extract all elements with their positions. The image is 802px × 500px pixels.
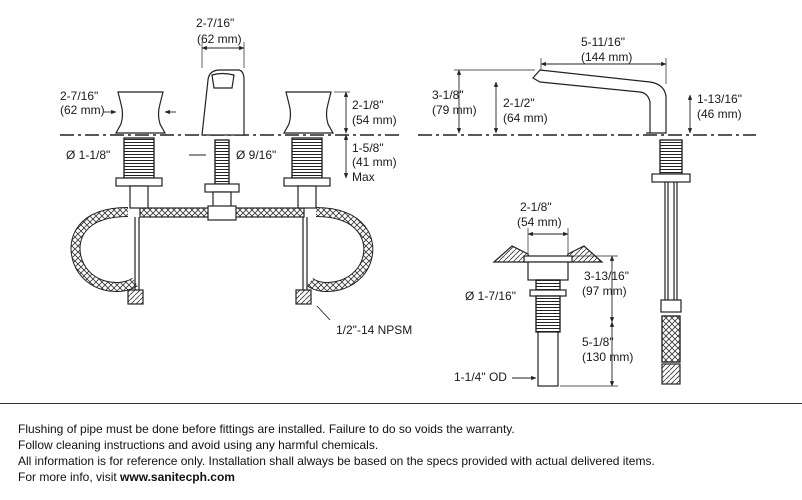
left-handle [114,91,167,134]
center-spout [201,69,245,136]
tailpiece-length-label: 5-1/8" [582,335,614,349]
note-more-info: For more info, visit www.sanitecph.com [18,469,788,485]
supply-thread-label: 1/2"-14 NPSM [336,323,412,337]
tailpiece-od-label: 1-1/4" OD [454,370,507,384]
faucet-side-view [418,58,756,385]
drain-flange-label: 2-1/8" [520,200,552,214]
right-handle [282,91,335,134]
note-cleaning: Follow cleaning instructions and avoid u… [18,438,379,452]
tailpiece-length-mm-label: (130 mm) [582,350,633,364]
deck-thickness-mm-label: (41 mm) [352,155,397,169]
website-link[interactable]: www.sanitecph.com [120,470,235,484]
note-reference: All information is for reference only. I… [18,454,655,468]
handle-shank-diameter-label: Ø 1-1/8" [66,148,110,162]
side-spout-outlet-mm-label: (64 mm) [503,111,548,125]
installation-notes: Flushing of pipe must be done before fit… [18,421,788,485]
faucet-dimension-drawing: 2-7/16" (62 mm) 2-7/16" (62 mm) 2-1/8" (… [60,16,756,387]
spout-shank-diameter-label: Ø 9/16" [236,148,276,162]
side-spout [532,69,667,134]
spout-width-mm-label: (62 mm) [197,32,242,46]
note-flushing: Flushing of pipe must be done before fit… [18,422,515,436]
handle-height-label: 2-1/8" [352,98,384,112]
handle-width-mm-label: (62 mm) [60,103,105,117]
side-spout-reach-mm-label: (144 mm) [581,50,632,64]
drain-height-label: 3-13/16" [584,269,629,283]
side-body-height-mm-label: (46 mm) [697,107,742,121]
widespread-faucet-front-view [60,42,402,321]
deck-thickness-max-label: Max [352,170,375,184]
more-info-prefix: For more info, visit [18,470,121,484]
drain-height-mm-label: (97 mm) [582,284,627,298]
drawing-divider [0,403,802,404]
handle-height-mm-label: (54 mm) [352,113,397,127]
spout-width-label: 2-7/16" [196,16,234,30]
handle-width-label: 2-7/16" [60,89,98,103]
side-spout-reach-label: 5-11/16" [581,35,625,49]
deck-thickness-label: 1-5/8" [352,141,384,155]
drain-flange-mm-label: (54 mm) [517,215,562,229]
side-spout-height-label: 3-1/8" [432,88,464,102]
side-spout-outlet-label: 2-1/2" [503,96,535,110]
side-body-height-label: 1-13/16" [697,92,742,106]
drain-diameter-label: Ø 1-7/16" [465,289,516,303]
pop-up-drain [492,228,618,387]
side-spout-height-mm-label: (79 mm) [432,103,477,117]
